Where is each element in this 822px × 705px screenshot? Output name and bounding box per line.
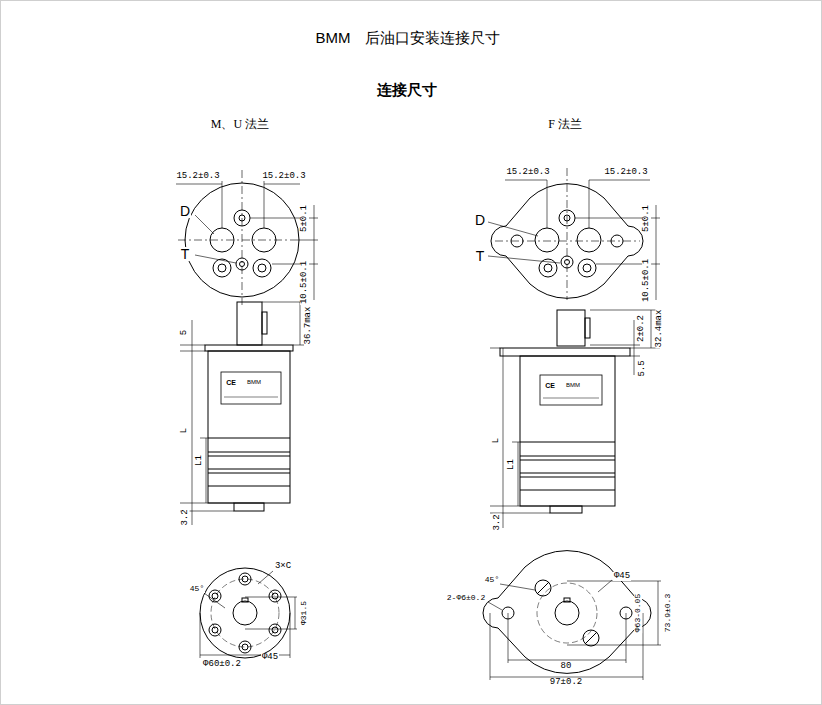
dimension-label: CE [544,382,556,389]
dimension-label: Φ45 [261,653,279,662]
dimension-label: 97±0.2 [549,678,583,687]
page-title: BMM 后油口安装连接尺寸 [315,30,502,45]
left-side-view [180,302,304,525]
dimension-label: D [474,213,486,227]
dimension-label: 45° [484,576,500,584]
dimension-label: 15.2±0.3 [261,172,306,181]
dimension-label: L1 [195,454,204,467]
dimension-label: 2±0.2 [637,313,646,342]
dimension-label: Φ63-0.05 [634,593,642,633]
dimension-label: CE [225,379,237,386]
dimension-label: BMM [246,379,262,385]
dimension-label: Φ45 [613,572,631,581]
dimension-label: 32.4max [656,308,665,348]
left-bottom-view [200,568,297,658]
dimension-label: 5.5 [637,359,646,377]
dimension-label: L [181,426,190,433]
dimension-label: 80 [560,662,573,671]
section-heading: 连接尺寸 [376,82,438,97]
dimension-label: 36.7max [305,305,314,345]
left-top-view [176,170,318,305]
dimension-label: 15.2±0.3 [175,172,220,181]
dimension-label: 2-Φ6±0.2 [446,594,486,602]
dimension-label: 15.2±0.3 [603,168,648,177]
dimension-label: 73.9±0.3 [664,593,672,633]
view-caption: F 法兰 [547,118,583,130]
dimension-label: 5±0.1 [300,203,309,232]
dimension-label: 45° [189,585,205,593]
dimension-label: Φ31.5 [300,600,308,626]
dimension-label: 10.5±0.1 [301,259,310,304]
dimension-label: BMM [565,382,581,388]
dimension-label: 15.2±0.3 [505,168,550,177]
right-top-view [488,168,660,300]
dimension-label: Φ60±0.2 [202,660,242,669]
dimension-label: T [475,249,486,263]
right-bottom-view [483,551,661,680]
dimension-label: L [493,436,502,443]
dimension-label: 5±0.1 [642,203,651,232]
dimension-label: T [180,247,191,261]
dimension-label: 3.2 [492,513,501,531]
view-caption: M、U 法兰 [210,118,270,130]
dimension-label: 3.2 [180,508,189,526]
dimension-label: 10.5±0.1 [643,257,652,302]
dimension-label: 5 [181,328,190,335]
right-side-view [490,310,660,528]
dimension-label: L1 [507,458,516,471]
dimension-label: 3×C [274,562,292,571]
dimension-label: D [179,204,191,218]
